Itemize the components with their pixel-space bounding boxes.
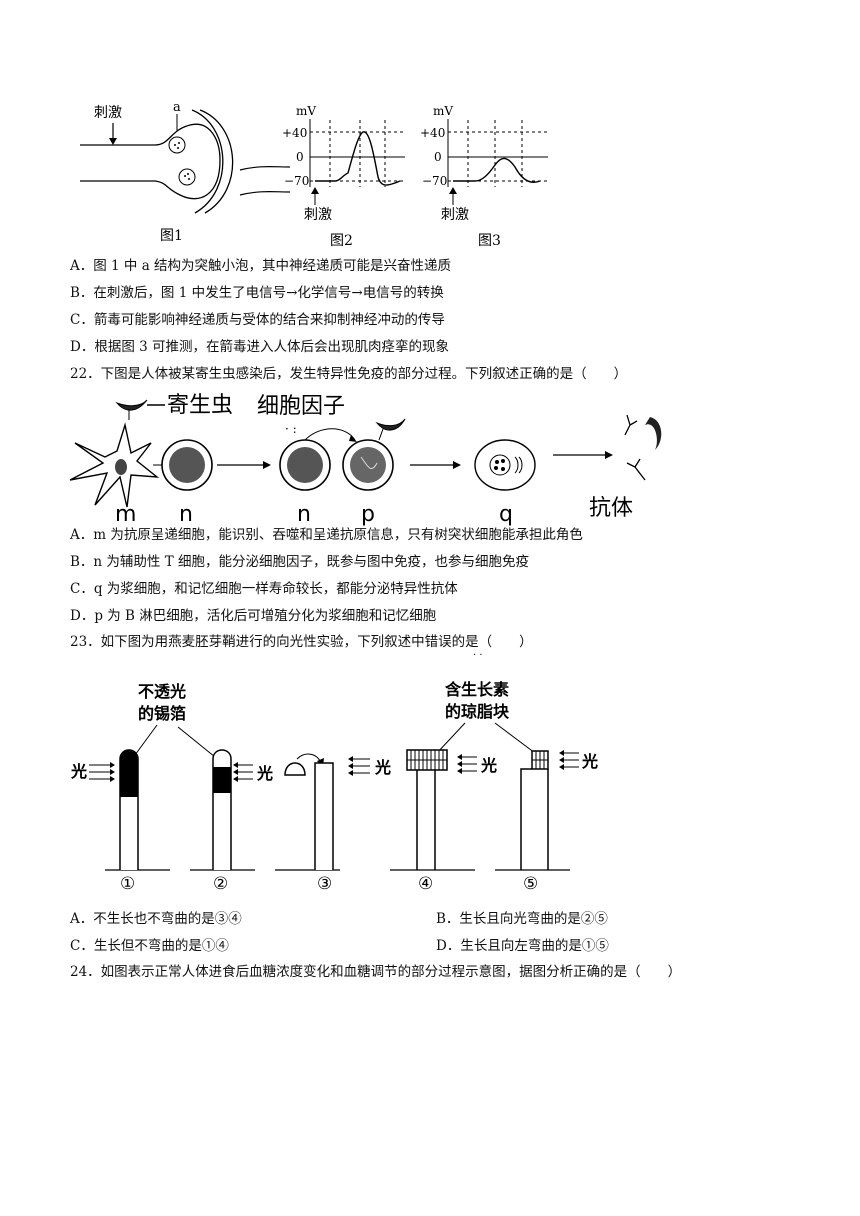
fig3-stimulus-label: 刺激 (441, 206, 469, 223)
label-5: ⑤ (523, 874, 538, 894)
svg-text:光: 光 (374, 758, 391, 777)
label-2: ② (213, 874, 228, 894)
q23-option-d: D．生长且向左弯曲的是①⑤ (436, 938, 609, 954)
figure-3-potential: mV +40 0 −70 刺激 图3 (420, 104, 548, 249)
foil-label-1: 不透光 (138, 682, 186, 701)
agar-label-2: 的琼脂块 (445, 702, 510, 721)
q23-option-a: A．不生长也不弯曲的是③④ (70, 911, 242, 927)
fig3-unit: mV (433, 104, 453, 118)
q21-option-d: D．根据图 3 可推测，在箭毒进入人体后会出现肌肉痉挛的现象 (70, 339, 449, 355)
coleoptile-figure: 不透光 的锡箔 含生长素 的琼脂块 光 ① 光 ② 光 ③ (70, 680, 598, 894)
svg-text:光: 光 (256, 764, 273, 783)
emphasis-dots: · · (473, 650, 483, 661)
fig2-unit: mV (296, 104, 316, 118)
fig2-tick-m70: −70 (284, 174, 309, 188)
fig3-tick-40: +40 (420, 126, 445, 140)
immune-process-figure: 寄生虫 m n 细胞因子 · : n p q 抗体 (69, 393, 662, 527)
fig3-caption: 图3 (478, 233, 501, 249)
coleoptile-3: 光 ③ (284, 753, 391, 894)
figure-1-synapse: 刺激 a 图1 (80, 100, 291, 244)
fig2-tick-40: +40 (282, 126, 307, 140)
coleoptile-2: 光 ② (212, 749, 273, 894)
coleoptile-5: 光 ⑤ (520, 750, 598, 894)
fig2-caption: 图2 (330, 233, 353, 249)
fig2-stimulus-label: 刺激 (304, 206, 332, 223)
neuron-figures: 刺激 a 图1 mV +40 0 −70 刺激 图2 mV (80, 100, 548, 249)
label-n-1: n (179, 502, 193, 527)
svg-text:光: 光 (70, 762, 87, 781)
q22-option-c: C．q 为浆细胞，和记忆细胞一样寿命较长，都能分泌特异性抗体 (70, 581, 458, 597)
q22-option-b: B．n 为辅助性 T 细胞，能分泌细胞因子，既参与图中免疫，也参与细胞免疫 (70, 554, 529, 570)
svg-text:· :: · : (285, 422, 297, 436)
fig2-tick-0: 0 (296, 150, 304, 164)
cytokine-label: 细胞因子 (257, 394, 345, 419)
fig1-caption: 图1 (160, 228, 183, 244)
svg-text:光: 光 (480, 756, 497, 775)
fig3-tick-0: 0 (434, 150, 442, 164)
q23-stem: 23．如下图为用燕麦胚芽鞘进行的向光性实验，下列叙述中错误的是（ ） (70, 634, 533, 650)
label-4: ④ (418, 874, 433, 894)
q23-option-c: C．生长但不弯曲的是①④ (70, 938, 229, 954)
label-m: m (115, 502, 136, 527)
svg-text:光: 光 (581, 752, 598, 771)
q21-option-b: B．在刺激后，图 1 中发生了电信号→化学信号→电信号的转换 (70, 285, 444, 301)
fig1-stimulus-label: 刺激 (94, 104, 122, 121)
fig3-tick-m70: −70 (422, 174, 447, 188)
q21-option-c: C．箭毒可能影响神经递质与受体的结合来抑制神经冲动的传导 (70, 312, 445, 328)
cell-m (69, 422, 160, 508)
label-p: p (361, 502, 375, 527)
label-q: q (499, 502, 513, 527)
label-1: ① (120, 874, 135, 894)
q23-option-b: B．生长且向光弯曲的是②⑤ (436, 911, 608, 927)
q24-stem: 24．如图表示正常人体进食后血糖浓度变化和血糖调节的部分过程示意图，据图分析正确… (70, 964, 682, 980)
q22-option-a: A．m 为抗原呈递细胞，能识别、吞噬和呈递抗原信息，只有树突状细胞能承担此角色 (70, 527, 583, 543)
label-n-2: n (297, 502, 311, 527)
figure-2-potential: mV +40 0 −70 刺激 图2 (282, 104, 405, 249)
coleoptile-1: 光 ① (70, 749, 139, 894)
agar-label-1: 含生长素 (445, 680, 509, 699)
parasite-label: 寄生虫 (167, 393, 233, 418)
label-3: ③ (317, 874, 332, 894)
q22-stem: 22．下图是人体被某寄生虫感染后，发生特异性免疫的部分过程。下列叙述正确的是（ … (70, 366, 628, 382)
coleoptile-4: 光 ④ (406, 749, 497, 894)
q22-option-d: D．p 为 B 淋巴细胞，活化后可增殖分化为浆细胞和记忆细胞 (70, 608, 437, 624)
parasite-icon (115, 399, 148, 411)
fig1-label-a: a (173, 100, 181, 115)
antibody-label: 抗体 (589, 496, 633, 521)
q21-option-a: A．图 1 中 a 结构为突触小泡，其中神经递质可能是兴奋性递质 (70, 258, 452, 274)
foil-label-2: 的锡箔 (138, 704, 186, 723)
